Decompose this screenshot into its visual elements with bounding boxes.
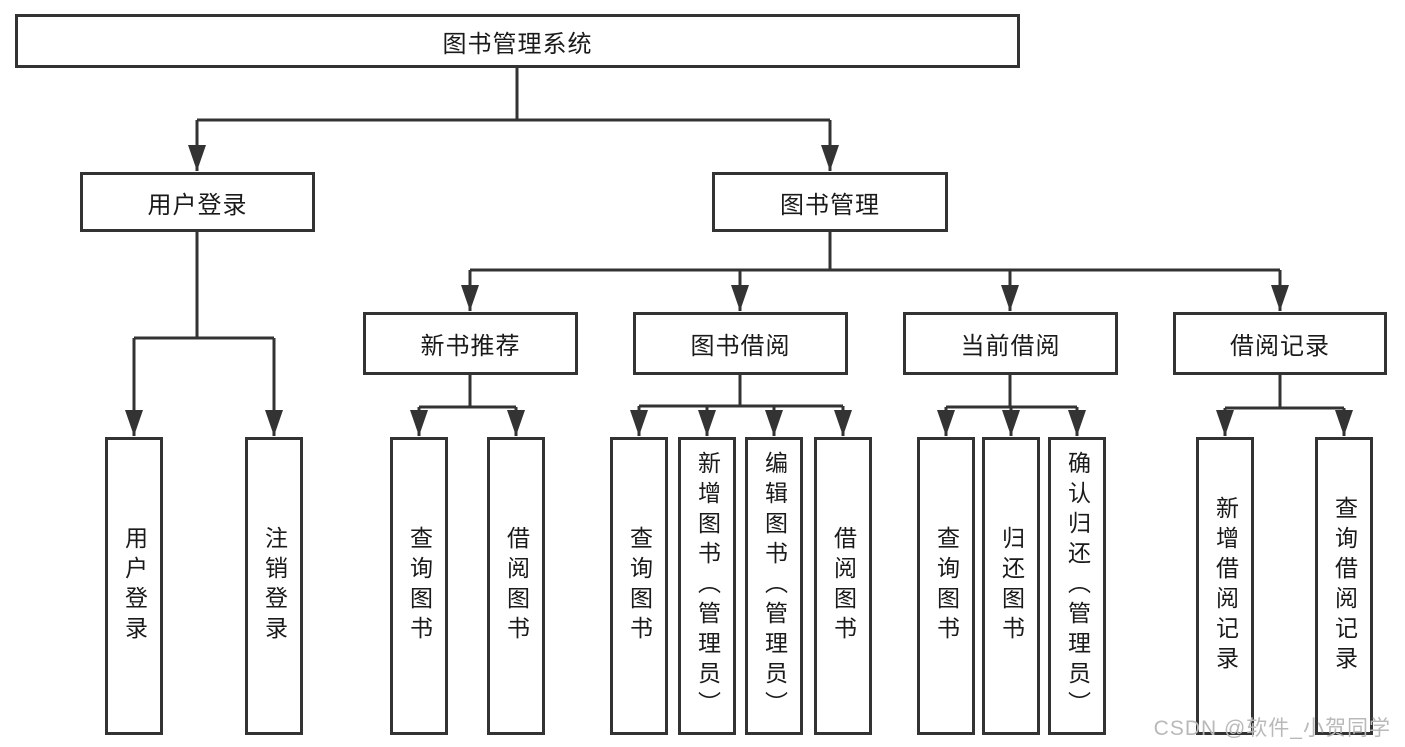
leaf-add-borrow-record: 新增借阅记录 [1196,437,1254,735]
node-label: 图书管理系统 [442,30,593,58]
node-label: 图书借阅 [690,333,791,360]
leaf-borrow-books: 借阅图书 [487,437,545,735]
leaf-query-books: 查询图书 [390,437,448,735]
node-label: 新增借阅记录 [1212,496,1239,676]
node-label: 用户登录 [147,191,248,219]
node-label: 借阅记录 [1230,333,1330,360]
node-label: 确认归还（管理员） [1064,451,1091,721]
csdn-watermark: CSDN @软件_小贺同学 [1153,717,1391,740]
leaf-query-books: 查询图书 [917,437,975,735]
leaf-query-borrow-record: 查询借阅记录 [1315,437,1373,735]
leaf-edit-books-admin: 编辑图书（管理员） [745,437,803,735]
leaf-user-login: 用户登录 [105,437,163,735]
node-label: 图书管理 [780,191,880,219]
node-label: 借阅图书 [830,526,857,646]
node-book-management-branch: 图书管理 [712,172,948,232]
node-borrow-records: 借阅记录 [1173,312,1387,375]
node-label: 查询借阅记录 [1331,496,1358,676]
node-book-borrow: 图书借阅 [633,312,848,375]
node-label: 当前借阅 [960,333,1061,360]
leaf-borrow-books: 借阅图书 [814,437,872,735]
node-label: 借阅图书 [503,526,530,646]
node-new-book-recommend: 新书推荐 [363,312,578,375]
node-label: 归还图书 [998,526,1025,646]
leaf-add-books-admin: 新增图书（管理员） [678,437,736,735]
leaf-return-books: 归还图书 [982,437,1040,735]
node-system-root: 图书管理系统 [15,14,1020,68]
node-label: 查询图书 [933,526,960,646]
node-label: 查询图书 [406,526,433,646]
leaf-query-books: 查询图书 [610,437,668,735]
leaf-confirm-return-admin: 确认归还（管理员） [1048,437,1106,735]
node-current-borrow: 当前借阅 [903,312,1118,375]
node-label: 查询图书 [626,526,653,646]
node-user-login-branch: 用户登录 [80,172,315,232]
node-label: 编辑图书（管理员） [761,451,788,721]
node-label: 用户登录 [121,526,148,646]
node-label: 新增图书（管理员） [694,451,721,721]
leaf-logout: 注销登录 [245,437,303,735]
node-label: 新书推荐 [420,333,521,360]
node-label: 注销登录 [261,526,288,646]
